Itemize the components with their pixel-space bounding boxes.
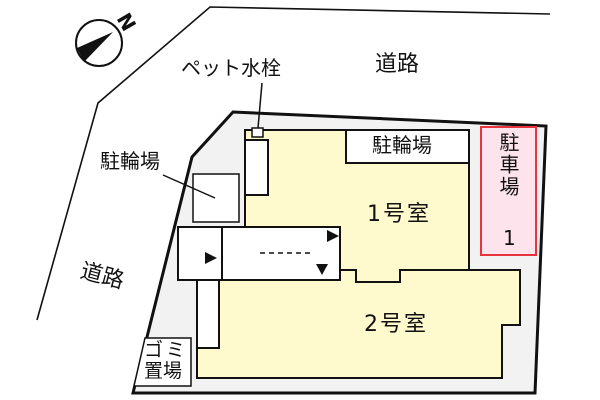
parking-space-1 [480, 126, 537, 256]
stair-box-left [177, 226, 223, 281]
walkway-strip-top [244, 139, 269, 196]
garbage-label-line2: 置場 [144, 360, 183, 382]
parking-label: 駐車場 [496, 132, 520, 198]
bicycle-parking-leader [162, 174, 216, 199]
parking-number: 1 [503, 226, 516, 250]
arrow-right-icon [205, 252, 217, 264]
arrow-down-icon [316, 264, 328, 275]
arrow-right-icon [327, 230, 339, 242]
walkway-strip-bottom [196, 279, 220, 349]
pet-faucet-leader [257, 82, 263, 129]
bicycle-parking-left-label: 駐輪場 [100, 149, 160, 173]
pet-faucet-label: ペット水栓 [181, 56, 281, 80]
garbage-label-line1: ゴミ [144, 339, 189, 361]
garbage-area-box [133, 337, 192, 387]
road-boundary-line [36, 6, 551, 321]
bicycle-parking-left-box [192, 173, 240, 223]
bicycle-parking-top-label: 駐輪場 [372, 133, 432, 157]
pet-faucet-box [251, 127, 264, 138]
unit-divider [340, 269, 469, 283]
room-2-label: 2号室 [364, 312, 428, 337]
room-1-label: 1号室 [367, 202, 431, 227]
north-arrow-icon [75, 19, 123, 67]
road-label-top: 道路 [375, 52, 420, 77]
bicycle-parking-top-box [345, 129, 470, 164]
